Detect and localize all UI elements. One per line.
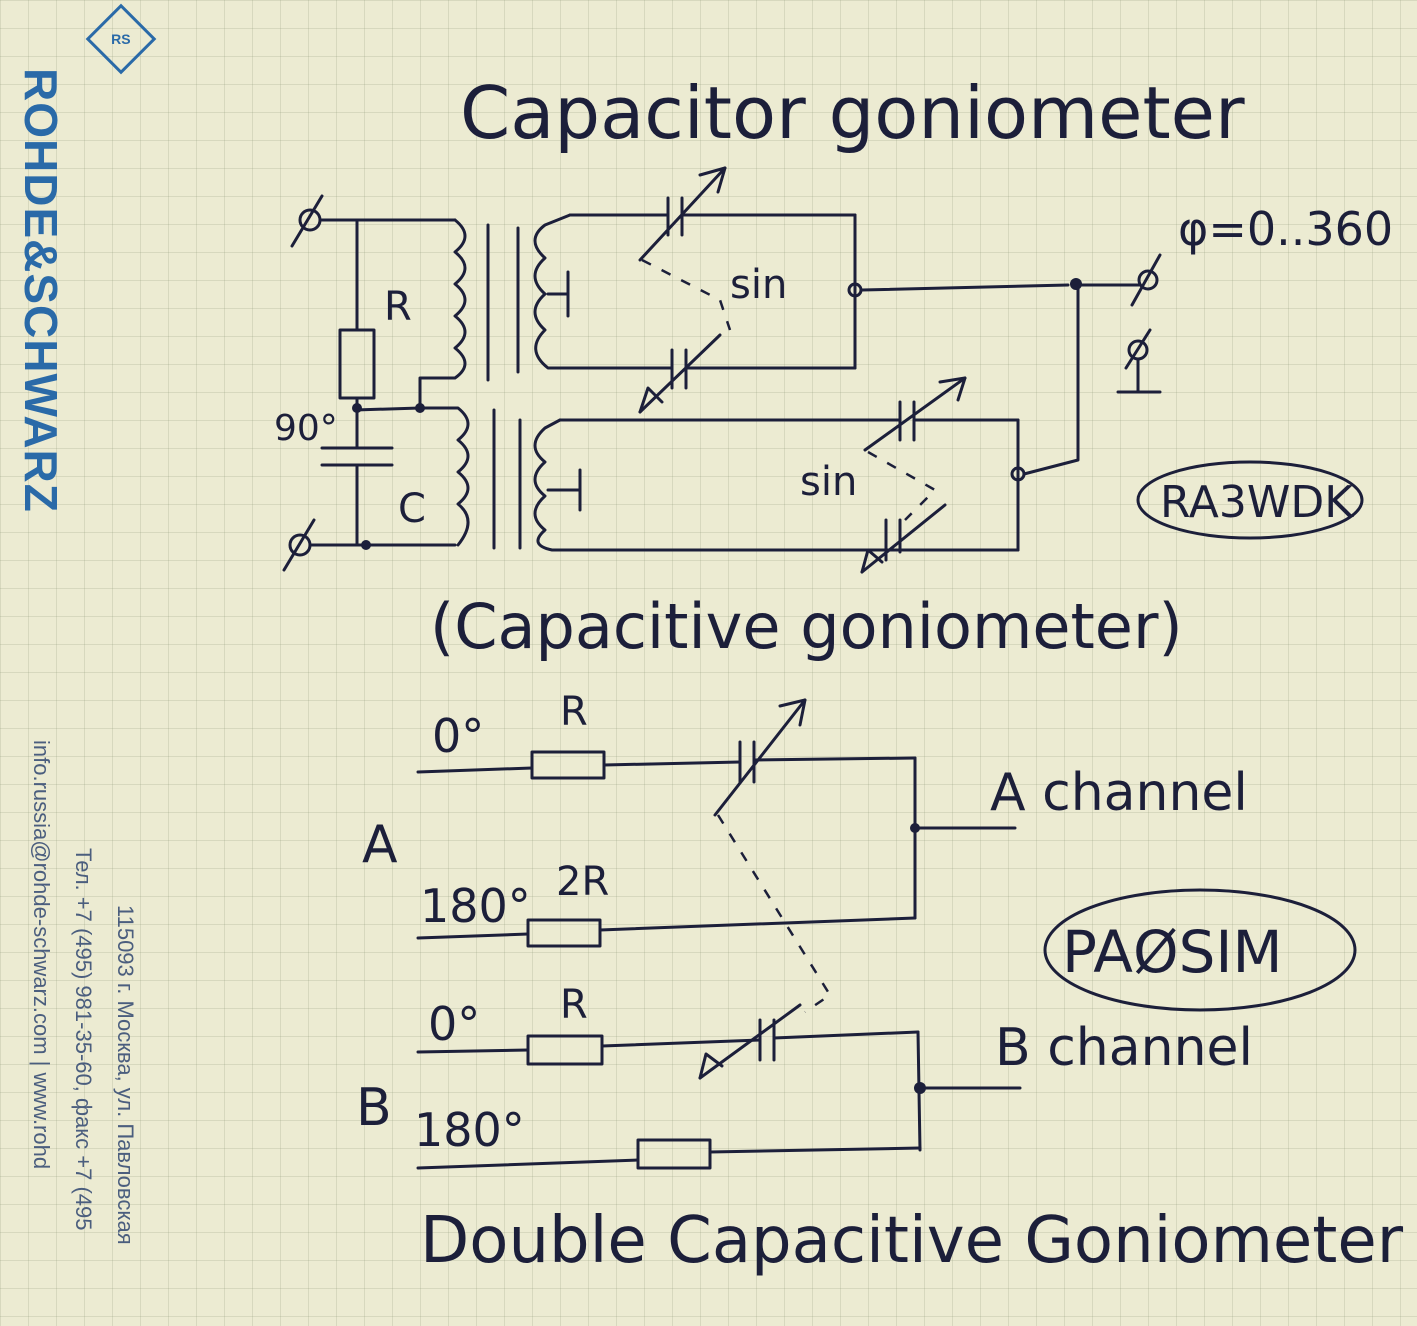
primary-coil-top [418,218,467,410]
label-180-a: 180° [420,879,531,933]
author-oval-1 [1136,460,1364,540]
label-zero-a: 0° [432,709,484,763]
label-a-channel: A channel [990,763,1248,823]
sin-label-bottom: sin [800,459,857,505]
diagram-subtitle: (Capacitive goniometer) [430,590,1183,663]
output-terminals: φ=0..360 [1076,202,1393,394]
double-goniometer-a: 0° R A channel A 180° 2R [362,689,1248,1014]
label-zero-b: 0° [428,997,480,1051]
secondary-coil-top [533,213,642,370]
author-ra3wdk: RA3WDK [1160,477,1354,528]
output-terminal [1137,269,1159,291]
secondary-coil-bottom [533,418,1020,552]
sin-label-top: sin [730,262,787,308]
author-oval-2 [1043,888,1357,1012]
label-r-b: R [560,982,588,1028]
label-b-channel: B channel [995,1018,1253,1078]
label-180-b: 180° [414,1103,525,1157]
address-line: 115093 г. Москва, ул. Павловская [113,905,138,1245]
resistor-r [338,328,376,400]
author-pa0sim: PAØSIM [1062,918,1283,986]
resistor-b-180 [636,1138,712,1170]
label-b: B [356,1078,392,1138]
brand-text: ROHDE&SCHWARZ [15,68,67,513]
lower-goniometer: sin [533,278,1082,574]
label-a: A [362,815,398,875]
double-goniometer-b: 0° R B channel B 180° [356,982,1253,1170]
label-r-a: R [560,689,588,735]
phase-range-label: φ=0..360 [1178,202,1393,256]
resistor-a-180 [526,918,602,948]
email-line: info.russia@rohde-schwarz.com | www.rohd [29,740,54,1170]
label-r: R [384,284,412,330]
diagram-title: Capacitor goniometer [460,71,1245,155]
primary-coil-bottom [418,406,470,547]
diagram-bottom-title: Double Capacitive Goniometer [420,1204,1404,1278]
label-c: C [398,486,426,532]
variable-cap-arrow [638,166,727,262]
upper-goniometer: sin [533,166,1070,414]
phone-line: Тел. +7 (495) 981-35-60, факс +7 (495 [71,848,96,1231]
label-2r-a: 2R [556,859,609,905]
label-90deg: 90° [274,408,338,449]
rohde-schwarz-margin: ROHDE&SCHWARZ RS 115093 г. Москва, ул. П… [0,0,175,1326]
resistor-a-0 [530,750,606,780]
resistor-b-0 [526,1034,604,1066]
upper-input-circuit [282,194,522,572]
